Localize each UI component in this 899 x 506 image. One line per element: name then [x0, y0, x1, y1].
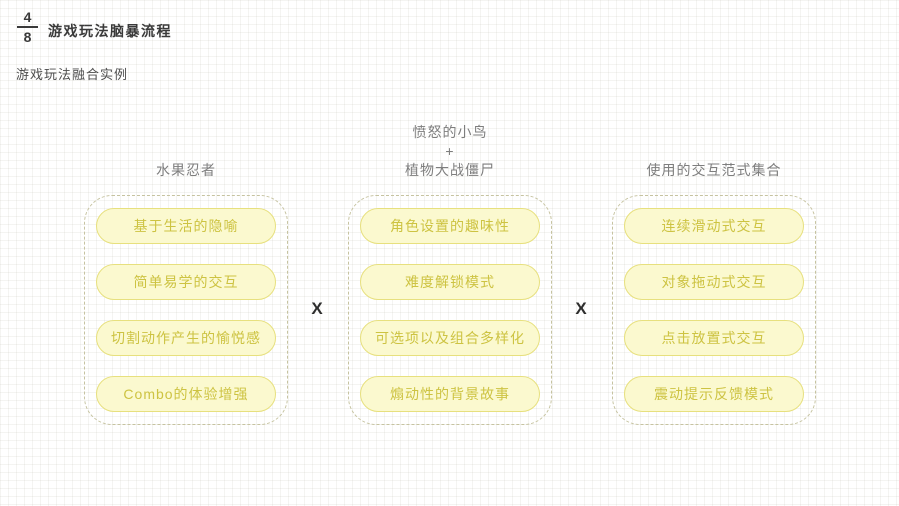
column-interaction-paradigms: 使用的交互范式集合 连续滑动式交互 对象拖动式交互 点击放置式交互 震动提示反馈…: [612, 108, 816, 425]
column-title-line: 植物大战僵尸: [405, 162, 495, 178]
slide-title: 游戏玩法脑暴流程: [48, 23, 172, 39]
feature-pill: 震动提示反馈模式: [624, 376, 804, 412]
slide-subtitle: 游戏玩法融合实例: [16, 67, 129, 82]
feature-pill: 简单易学的交互: [96, 264, 276, 300]
feature-pill: 可选项以及组合多样化: [360, 320, 540, 356]
multiply-separator: X: [311, 299, 323, 318]
feature-pill: 切割动作产生的愉悦感: [96, 320, 276, 356]
page-number-total: 8: [23, 29, 32, 45]
page-number-current: 4: [23, 9, 32, 25]
column-title-plus: +: [445, 143, 455, 159]
dashed-container: 角色设置的趣味性 难度解锁模式 可选项以及组合多样化 煽动性的背景故事: [348, 195, 552, 425]
dashed-container: 连续滑动式交互 对象拖动式交互 点击放置式交互 震动提示反馈模式: [612, 195, 816, 425]
page-number-fraction: 4 8: [17, 9, 38, 45]
dashed-container: 基于生活的隐喻 简单易学的交互 切割动作产生的愉悦感 Combo的体验增强: [84, 195, 288, 425]
column-fruit-ninja: 水果忍者 基于生活的隐喻 简单易学的交互 切割动作产生的愉悦感 Combo的体验…: [84, 108, 288, 425]
column-title: 水果忍者: [84, 108, 288, 180]
fraction-divider: [17, 26, 38, 28]
column-title: 使用的交互范式集合: [612, 108, 816, 180]
column-angry-birds-pvz: 愤怒的小鸟 + 植物大战僵尸 角色设置的趣味性 难度解锁模式 可选项以及组合多样…: [348, 108, 552, 425]
column-title-line: 水果忍者: [156, 162, 216, 178]
feature-pill: 角色设置的趣味性: [360, 208, 540, 244]
feature-pill: 基于生活的隐喻: [96, 208, 276, 244]
feature-pill: 煽动性的背景故事: [360, 376, 540, 412]
feature-pill: 连续滑动式交互: [624, 208, 804, 244]
column-title-line: 使用的交互范式集合: [646, 162, 782, 178]
feature-pill: 对象拖动式交互: [624, 264, 804, 300]
feature-pill: Combo的体验增强: [96, 376, 276, 412]
feature-pill: 点击放置式交互: [624, 320, 804, 356]
multiply-separator: X: [575, 299, 587, 318]
feature-pill: 难度解锁模式: [360, 264, 540, 300]
column-title-line: 愤怒的小鸟: [412, 124, 488, 140]
column-title: 愤怒的小鸟 + 植物大战僵尸: [348, 108, 552, 180]
